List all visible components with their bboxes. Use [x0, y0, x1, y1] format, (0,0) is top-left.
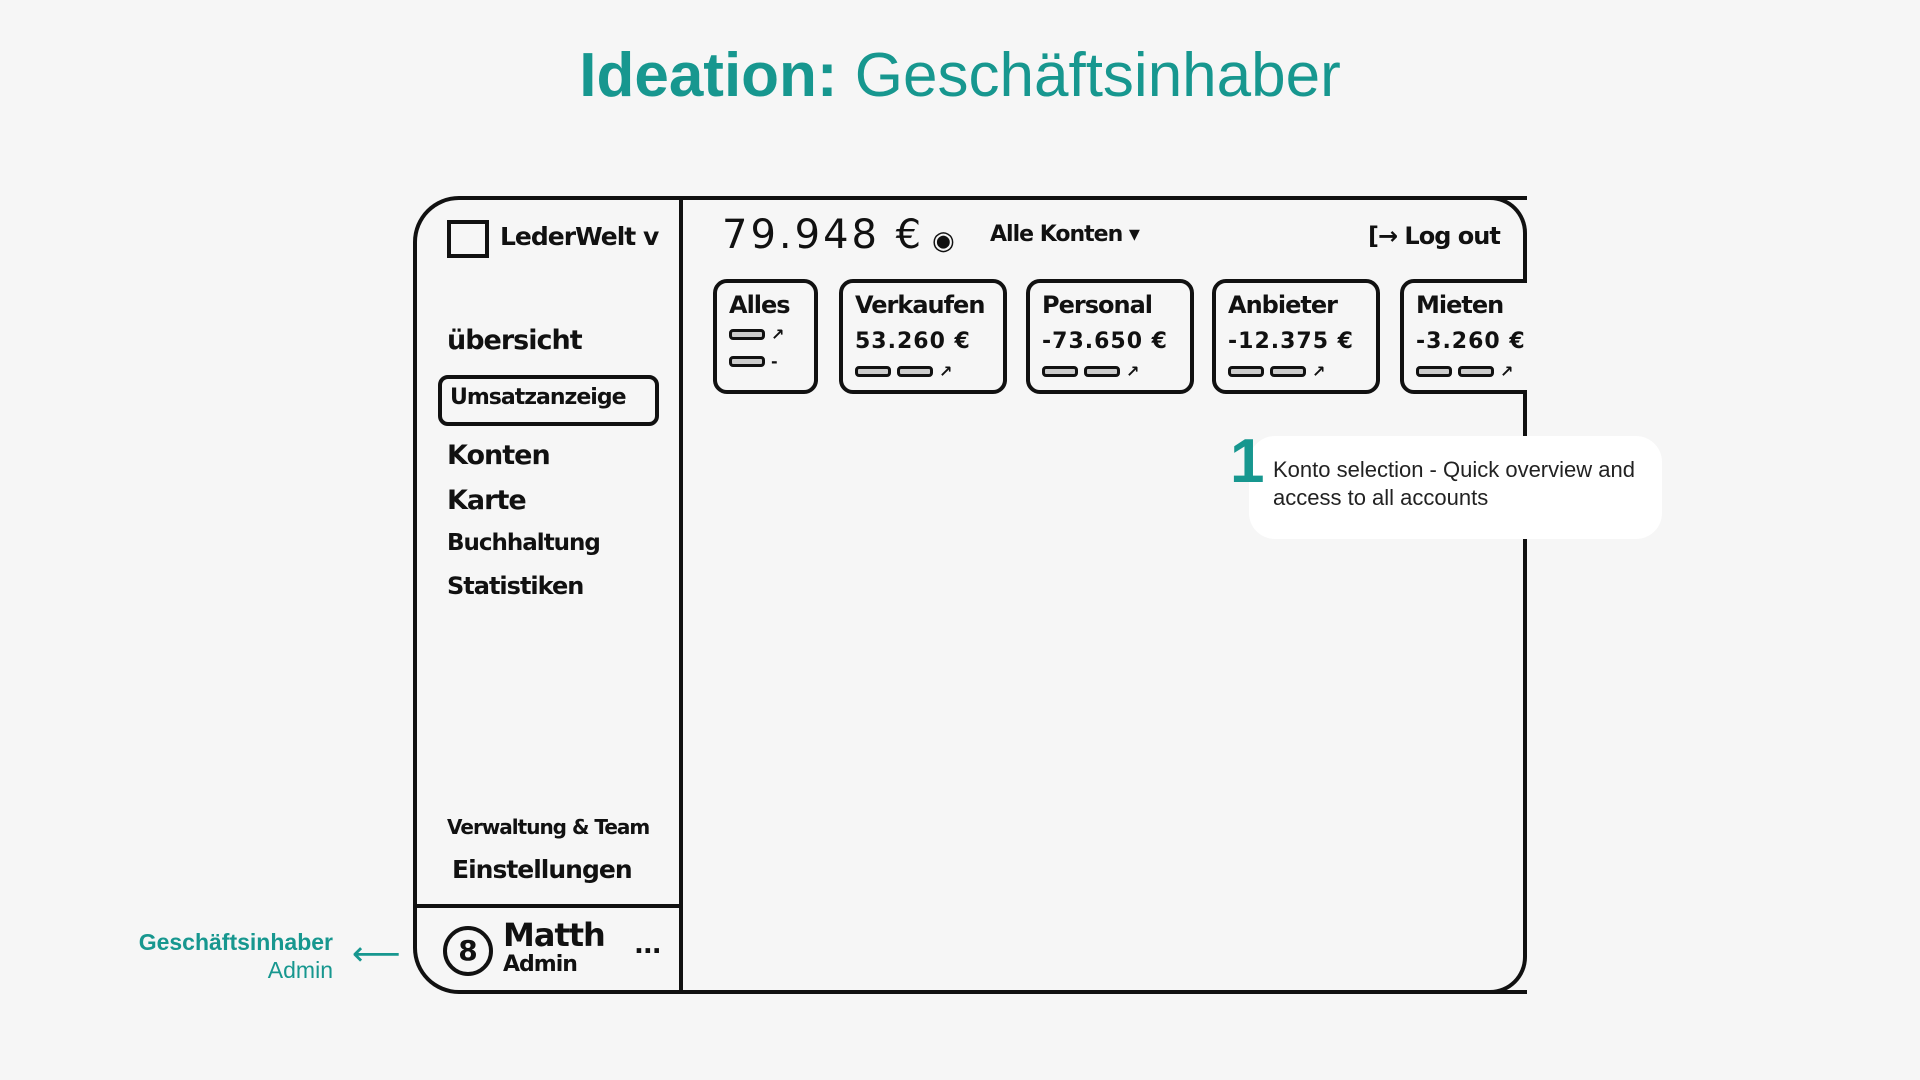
sidebar-item-statistiken[interactable]: Statistiken [447, 572, 584, 600]
placeholder-bar [897, 366, 933, 377]
placeholder-bar [855, 366, 891, 377]
user-role: Admin [503, 952, 578, 977]
card-name: Mieten [1416, 291, 1504, 319]
sidebar-item-einstellungen[interactable]: Einstellungen [452, 855, 633, 884]
account-card-mieten[interactable]: Mieten -3.260 € ↗ [1400, 279, 1527, 394]
sidebar-item-umsatzanzeige[interactable]: Umsatzanzeige [438, 375, 659, 426]
card-name: Personal [1042, 291, 1153, 319]
company-switcher[interactable]: LederWelt v [500, 222, 659, 251]
card-amount: -3.260 € [1416, 329, 1526, 354]
card-name: Alles [729, 291, 791, 319]
placeholder-bar [1084, 366, 1120, 377]
card-name: Verkaufen [855, 291, 985, 319]
arrow-up-icon: ↗ [1126, 362, 1139, 381]
sidebar-divider [679, 198, 683, 992]
placeholder-bar [1228, 366, 1264, 377]
more-options-icon[interactable]: ... [634, 930, 662, 960]
sidebar-item-konten[interactable]: Konten [447, 440, 551, 471]
role-subtitle: Admin [267, 957, 333, 983]
sidebar-item-uebersicht[interactable]: übersicht [447, 325, 583, 356]
eye-icon[interactable]: ◉ [932, 226, 955, 256]
logout-button[interactable]: [→ Log out [1368, 222, 1501, 250]
placeholder-bar [1270, 366, 1306, 377]
title-rest: Geschäftsinhaber [854, 41, 1341, 110]
dash-icon: - [771, 352, 778, 371]
card-amount: -12.375 € [1228, 329, 1354, 354]
page-title: Ideation: Geschäftsinhaber [0, 40, 1920, 111]
account-card-personal[interactable]: Personal -73.650 € ↗ [1026, 279, 1194, 394]
card-amount: 53.260 € [855, 329, 971, 354]
account-card-verkaufen[interactable]: Verkaufen 53.260 € ↗ [839, 279, 1007, 394]
placeholder-bar [729, 329, 765, 340]
wireframe-window [413, 196, 1527, 994]
placeholder-bar [729, 356, 765, 367]
placeholder-bar [1416, 366, 1452, 377]
callout-text: Konto selection - Quick overview and acc… [1273, 457, 1635, 510]
arrow-up-icon: ↗ [771, 325, 784, 344]
user-name: Matth [503, 916, 606, 954]
logo-placeholder-icon [447, 220, 489, 258]
arrow-up-icon: ↗ [939, 362, 952, 381]
card-name: Anbieter [1228, 291, 1338, 319]
sidebar-item-verwaltung-team[interactable]: Verwaltung & Team [447, 815, 650, 839]
user-avatar-icon[interactable]: 8 [443, 926, 493, 976]
card-overflow-clip: Mieten -3.260 € ↗ [1400, 279, 1527, 399]
sidebar-item-karte[interactable]: Karte [447, 485, 527, 516]
total-balance: 79.948 € [722, 212, 925, 258]
annotation-callout: Konto selection - Quick overview and acc… [1249, 436, 1662, 539]
arrow-up-icon: ↗ [1312, 362, 1325, 381]
sidebar-item-buchhaltung[interactable]: Buchhaltung [447, 530, 601, 556]
role-title: Geschäftsinhaber [138, 929, 333, 955]
placeholder-bar [1042, 366, 1078, 377]
callout-number: 1 [1230, 427, 1265, 496]
arrow-up-icon: ↗ [1500, 362, 1513, 381]
user-divider [415, 904, 681, 908]
account-card-alles[interactable]: Alles ↗ - [713, 279, 818, 394]
chevron-down-icon: v [642, 222, 659, 251]
placeholder-bar [1458, 366, 1494, 377]
card-amount: -73.650 € [1042, 329, 1168, 354]
arrow-left-icon: ⟵ [352, 934, 401, 974]
accounts-select[interactable]: Alle Konten ▾ [990, 222, 1140, 247]
account-card-anbieter[interactable]: Anbieter -12.375 € ↗ [1212, 279, 1380, 394]
title-bold: Ideation: [579, 41, 838, 110]
